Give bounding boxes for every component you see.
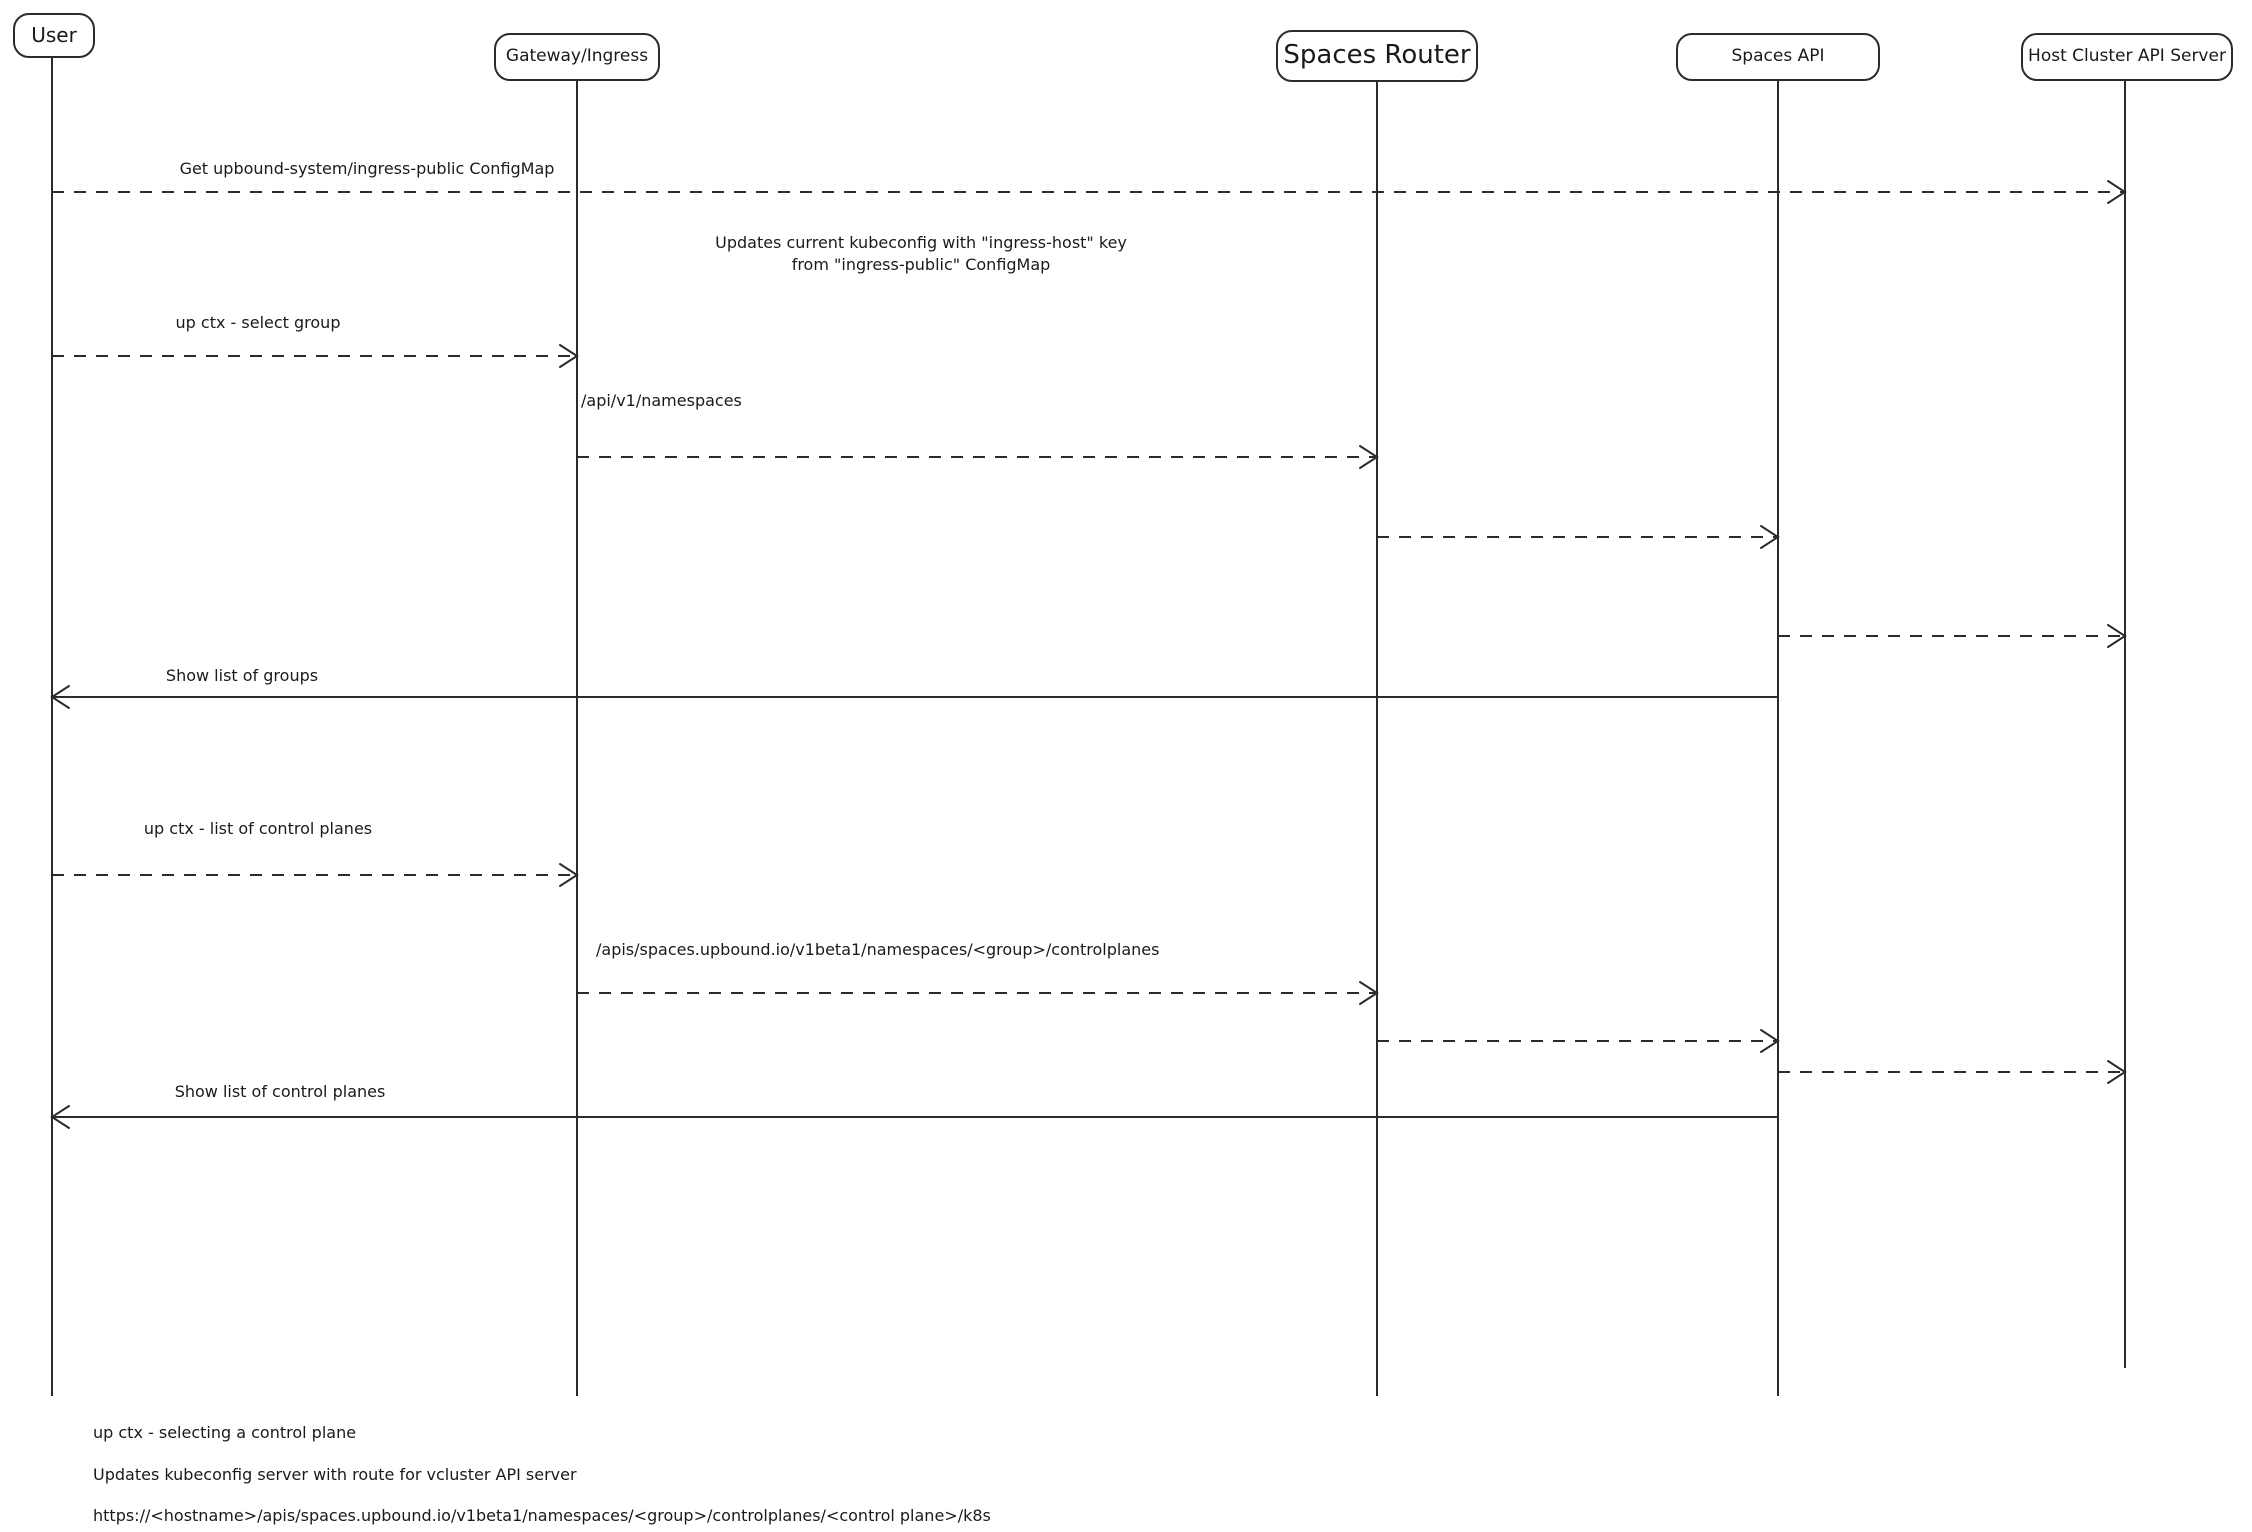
arrow-head-get-configmap bbox=[2107, 180, 2127, 204]
arrow-head-apis-controlplanes bbox=[1359, 981, 1379, 1005]
arrow-head-show-list-of-control-planes bbox=[50, 1105, 70, 1129]
message-get-configmap bbox=[52, 180, 2127, 204]
arrow-head-up-ctx-select-group bbox=[559, 344, 579, 368]
actor-box-router[interactable]: Spaces Router bbox=[1276, 30, 1478, 82]
message-label-up-ctx-select-group: up ctx - select group bbox=[175, 313, 341, 332]
message-label-up-ctx-list-control-planes: up ctx - list of control planes bbox=[143, 819, 373, 838]
message-spacesapi-to-host-ns bbox=[1778, 624, 2127, 648]
arrow-head-up-ctx-list-control-planes bbox=[559, 863, 579, 887]
arrow-head-router-to-spacesapi-cp bbox=[1760, 1029, 1780, 1053]
footer-note-3: https://<hostname>/apis/spaces.upbound.i… bbox=[93, 1506, 991, 1525]
message-up-ctx-select-group bbox=[52, 344, 579, 368]
actor-box-gateway[interactable]: Gateway/Ingress bbox=[494, 33, 660, 81]
note-line: from "ingress-public" ConfigMap bbox=[791, 254, 1051, 274]
message-label-show-list-of-control-planes: Show list of control planes bbox=[174, 1082, 386, 1101]
actor-label-gateway: Gateway/Ingress bbox=[505, 46, 649, 67]
actor-label-spacesapi: Spaces API bbox=[1731, 46, 1825, 67]
message-label-get-configmap: Get upbound-system/ingress-public Config… bbox=[179, 159, 555, 178]
actor-label-hostcluster: Host Cluster API Server bbox=[2028, 46, 2226, 67]
message-spacesapi-to-host-cp bbox=[1778, 1060, 2127, 1084]
actor-label-user: User bbox=[31, 23, 77, 47]
message-router-to-spacesapi-ns bbox=[1377, 525, 1780, 549]
actor-box-hostcluster[interactable]: Host Cluster API Server bbox=[2021, 33, 2233, 81]
arrow-head-show-list-of-groups bbox=[50, 685, 70, 709]
message-show-list-of-groups bbox=[50, 685, 1778, 709]
note-kubeconfig-update-note: Updates current kubeconfig with "ingress… bbox=[715, 232, 1127, 275]
arrow-head-spacesapi-to-host-ns bbox=[2107, 624, 2127, 648]
message-label-api-v1-namespaces: /api/v1/namespaces bbox=[581, 391, 742, 410]
arrow-head-router-to-spacesapi-ns bbox=[1760, 525, 1780, 549]
message-label-show-list-of-groups: Show list of groups bbox=[165, 666, 319, 685]
message-router-to-spacesapi-cp bbox=[1377, 1029, 1780, 1053]
actor-box-user[interactable]: User bbox=[13, 13, 95, 58]
footer-note-2: Updates kubeconfig server with route for… bbox=[93, 1465, 577, 1484]
message-show-list-of-control-planes bbox=[50, 1105, 1778, 1129]
arrow-head-api-v1-namespaces bbox=[1359, 445, 1379, 469]
footer-note-1: up ctx - selecting a control plane bbox=[93, 1423, 357, 1442]
message-api-v1-namespaces bbox=[577, 445, 1379, 469]
note-line: Updates current kubeconfig with "ingress… bbox=[715, 233, 1127, 252]
message-label-apis-controlplanes: /apis/spaces.upbound.io/v1beta1/namespac… bbox=[596, 940, 1160, 959]
actor-box-spacesapi[interactable]: Spaces API bbox=[1676, 33, 1880, 81]
arrow-head-spacesapi-to-host-cp bbox=[2107, 1060, 2127, 1084]
actor-label-router: Spaces Router bbox=[1283, 40, 1471, 71]
message-apis-controlplanes bbox=[577, 981, 1379, 1005]
message-up-ctx-list-control-planes bbox=[52, 863, 579, 887]
